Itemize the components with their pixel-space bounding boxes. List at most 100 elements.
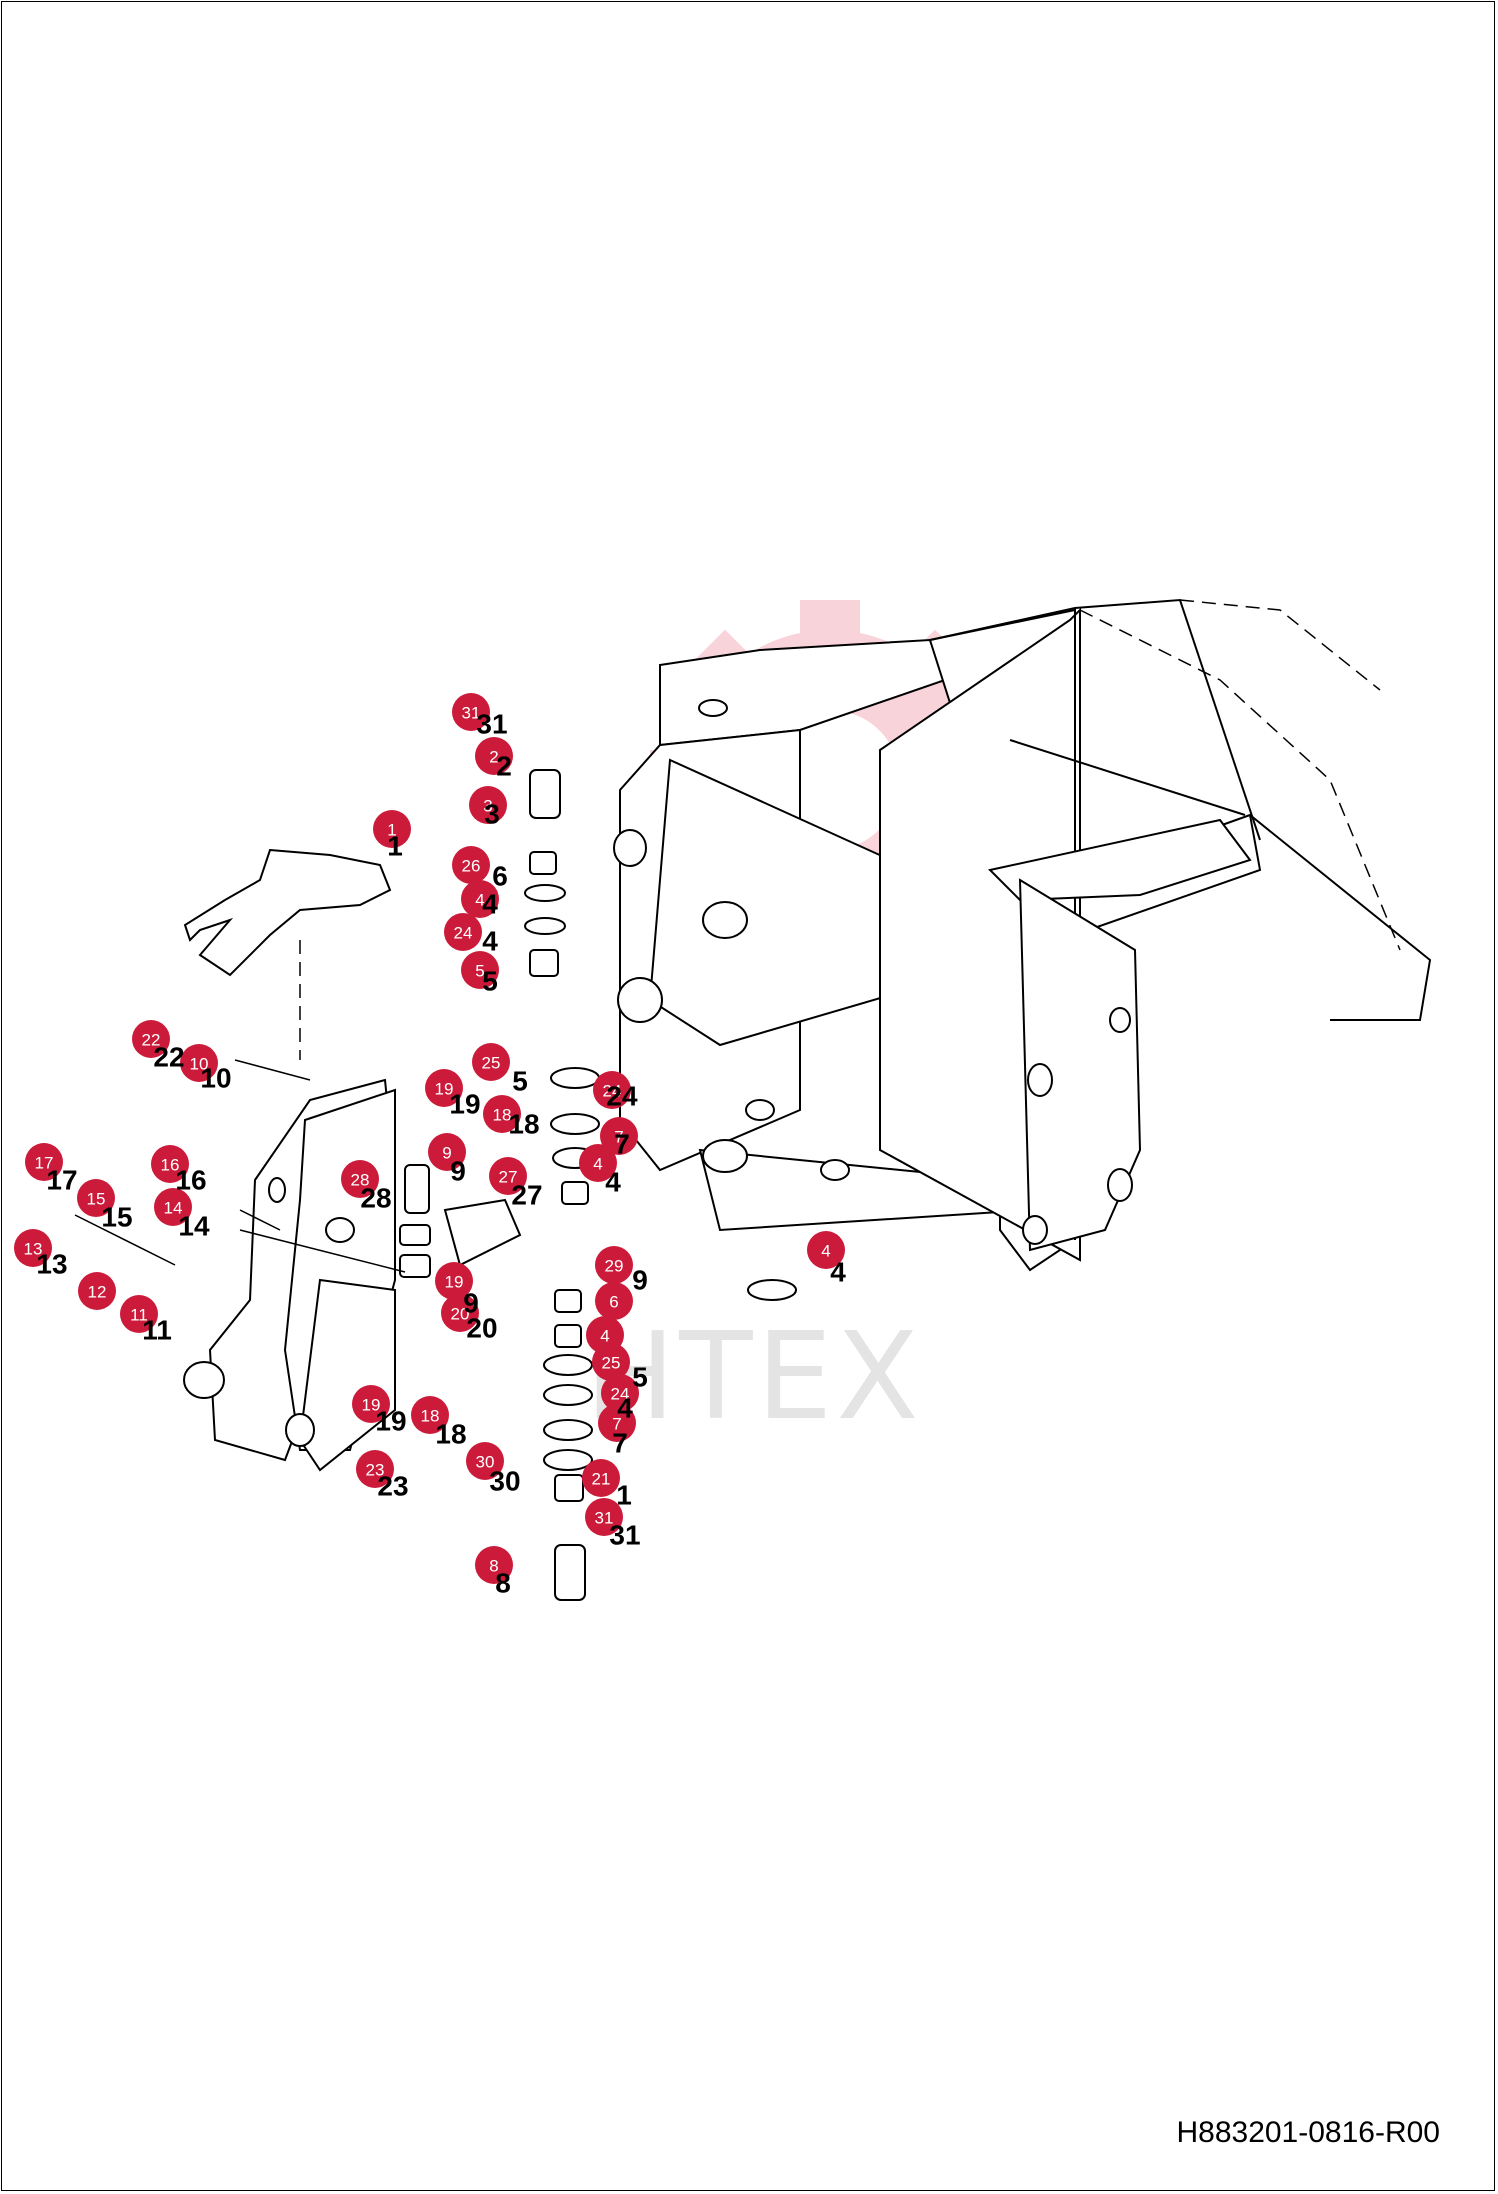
callout-badge-14: 14	[154, 1188, 192, 1226]
callout-circle	[483, 1095, 521, 1133]
drawing-reference-code: H883201-0816-R00	[1176, 2116, 1440, 2149]
callout-number: 10	[190, 1055, 209, 1074]
callout-badge-30: 30	[466, 1442, 504, 1480]
callout-badge-4: 4	[461, 880, 499, 918]
callout-badge-25: 25	[472, 1043, 510, 1081]
callout-badge-23: 23	[356, 1450, 394, 1488]
callout-circle	[582, 1459, 620, 1497]
callout-number: 12	[88, 1283, 107, 1302]
part-number-label: 14	[178, 1211, 210, 1242]
callout-badge-24: 24	[593, 1071, 631, 1109]
callout-badge-18: 18	[483, 1095, 521, 1133]
callout-number: 22	[142, 1031, 161, 1050]
callout-badge-20: 20	[441, 1294, 479, 1332]
callout-circle	[425, 1069, 463, 1107]
callout-number: 4	[600, 1327, 609, 1346]
part-number-label: 11	[142, 1315, 172, 1346]
callout-circle	[373, 810, 411, 848]
callout-number: 13	[24, 1240, 43, 1259]
part-number-label: 16	[175, 1165, 206, 1196]
callout-number: 1	[387, 821, 396, 840]
callout-number: 24	[603, 1082, 622, 1101]
callout-badge-1: 1	[373, 810, 411, 848]
part-number-label: 31	[609, 1520, 640, 1551]
part-number-label: 9	[463, 1288, 479, 1319]
callout-circle	[151, 1145, 189, 1183]
callout-number: 19	[445, 1273, 464, 1292]
callout-number: 21	[592, 1470, 611, 1489]
callout-badge-11: 11	[120, 1295, 158, 1333]
callout-circle	[461, 951, 499, 989]
callout-badge-27: 27	[489, 1157, 527, 1195]
callout-number: 19	[362, 1396, 381, 1415]
callout-number: 16	[161, 1156, 180, 1175]
callout-circle	[475, 737, 513, 775]
callout-circle	[452, 846, 490, 884]
callout-circle	[154, 1188, 192, 1226]
callout-number: 31	[462, 704, 481, 723]
callout-badge-31: 31	[452, 693, 490, 731]
callout-number: 7	[612, 1415, 621, 1434]
callout-badge-5: 5	[461, 951, 499, 989]
callout-badge-15: 15	[77, 1179, 115, 1217]
callout-number: 17	[35, 1154, 54, 1173]
callout-circle	[452, 693, 490, 731]
callout-circle	[600, 1117, 638, 1155]
callout-circle	[356, 1450, 394, 1488]
callout-badge-8: 8	[475, 1546, 513, 1584]
callout-number: 3	[483, 797, 492, 816]
part-number-label: 17	[46, 1165, 77, 1196]
part-number-label: 19	[375, 1406, 406, 1437]
callout-circle	[25, 1143, 63, 1181]
callout-number: 20	[451, 1305, 470, 1324]
callout-circle	[411, 1396, 449, 1434]
callout-number: 19	[435, 1080, 454, 1099]
callout-circle	[489, 1157, 527, 1195]
callout-circle	[585, 1498, 623, 1536]
callout-circle	[444, 913, 482, 951]
part-number-label: 5	[632, 1362, 648, 1393]
watermark-text: HTEX	[585, 1308, 923, 1447]
part-number-label: 27	[511, 1180, 542, 1211]
callout-number: 7	[614, 1128, 623, 1147]
callout-number: 30	[476, 1453, 495, 1472]
callout-circle	[132, 1020, 170, 1058]
callout-circle	[472, 1043, 510, 1081]
callout-circle	[469, 786, 507, 824]
part-number-label: 23	[377, 1471, 408, 1502]
callout-circle	[598, 1404, 636, 1442]
upper-pin-stack-art	[524, 769, 566, 977]
callout-badge-4: 4	[807, 1231, 845, 1269]
part-number-label: 31	[476, 709, 507, 740]
callout-circle	[352, 1385, 390, 1423]
callout-badge-29: 29	[595, 1246, 633, 1284]
callout-number: 15	[87, 1190, 106, 1209]
callout-badge-7: 7	[600, 1117, 638, 1155]
callout-number: 4	[821, 1242, 830, 1261]
lock-plate-art	[183, 848, 392, 977]
part-number-label: 8	[495, 1568, 511, 1599]
callout-circle	[120, 1295, 158, 1333]
callout-badge-9: 9	[428, 1133, 466, 1171]
callout-number: 18	[493, 1106, 512, 1125]
part-number-label: 9	[450, 1156, 466, 1187]
loader-frame-art	[613, 598, 1432, 1272]
callout-number: 24	[454, 924, 473, 943]
callout-badge-18: 18	[411, 1396, 449, 1434]
callout-badge-24: 24	[444, 913, 482, 951]
part-number-label: 4	[482, 889, 498, 920]
callout-circle	[78, 1272, 116, 1310]
part-number-label: 30	[489, 1466, 520, 1497]
callout-circle	[180, 1044, 218, 1082]
callout-circle	[461, 880, 499, 918]
lower-pin-stack-art	[543, 1289, 593, 1601]
callout-number: 18	[421, 1407, 440, 1426]
part-number-label: 18	[508, 1109, 539, 1140]
callout-number: 11	[130, 1306, 148, 1325]
callout-badge-19: 19	[352, 1385, 390, 1423]
callout-badge-24: 24	[601, 1374, 639, 1412]
callout-number: 31	[595, 1509, 614, 1528]
